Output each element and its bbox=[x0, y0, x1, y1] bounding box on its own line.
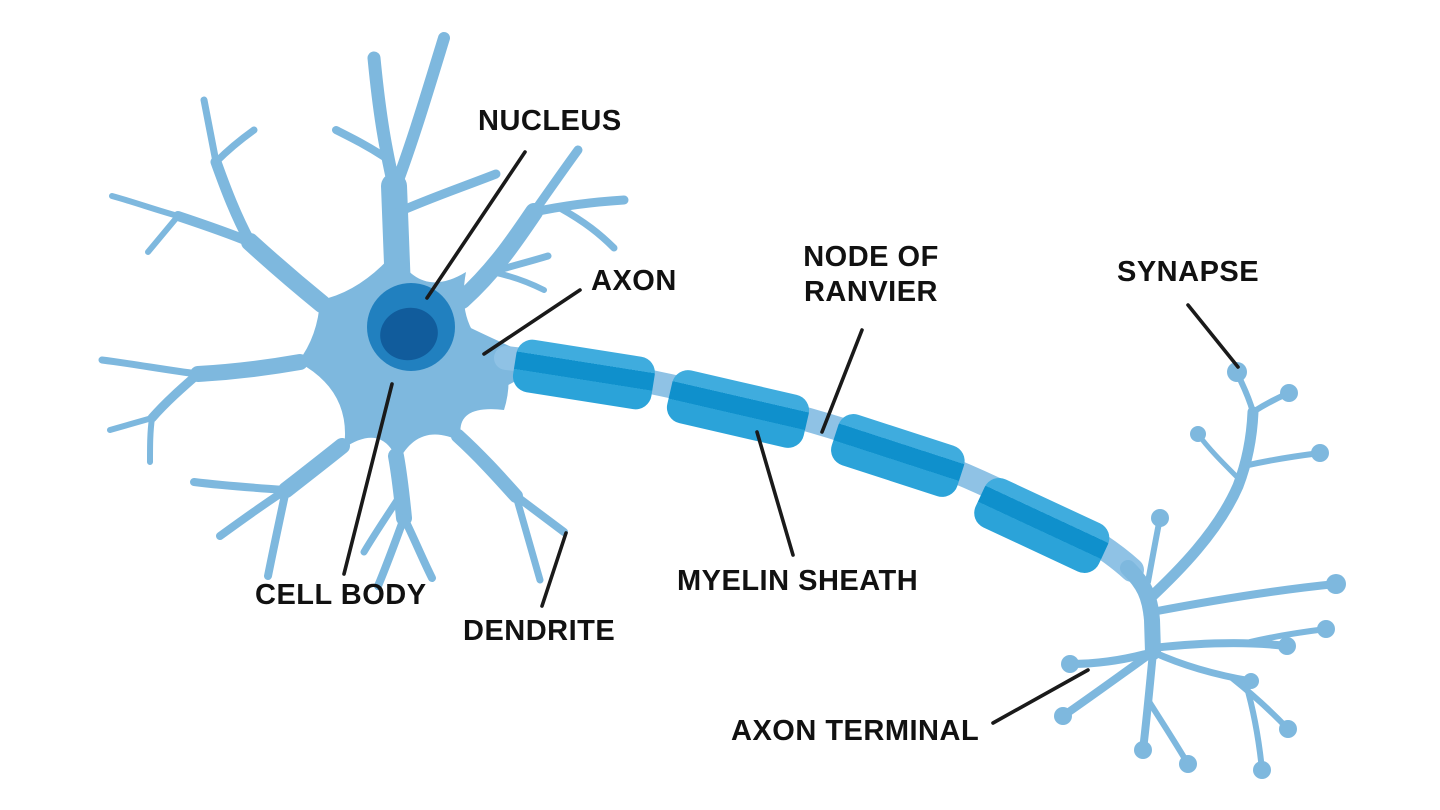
dendrite-branch bbox=[512, 492, 544, 584]
synaptic-knob bbox=[1243, 673, 1259, 689]
dendrite-branch bbox=[388, 448, 412, 526]
synaptic-knob bbox=[1151, 509, 1169, 527]
myelin-segment-4 bbox=[974, 477, 1110, 573]
dendrite-branch bbox=[367, 51, 401, 193]
label-myelin-sheath: MYELIN SHEATH bbox=[677, 565, 919, 597]
pointer-lines-group bbox=[342, 150, 1240, 725]
pointer-line-synapse bbox=[1186, 303, 1240, 369]
label-dendrite: DENDRITE bbox=[463, 615, 616, 647]
dendrite-branch bbox=[200, 96, 220, 166]
dendrite-branch bbox=[190, 478, 290, 494]
synaptic-knob bbox=[1317, 620, 1335, 638]
myelin-segment-1 bbox=[512, 339, 655, 410]
synaptic-knob bbox=[1179, 755, 1197, 773]
label-nucleus: NUCLEUS bbox=[478, 105, 622, 137]
dendrite-branch bbox=[216, 486, 290, 540]
dendrite-branch bbox=[451, 429, 523, 503]
dendrite-branch bbox=[241, 233, 331, 313]
dendrite-branch bbox=[147, 415, 155, 465]
synaptic-knob bbox=[1279, 720, 1297, 738]
dendrite-branch bbox=[556, 204, 618, 252]
synaptic-knob bbox=[1326, 574, 1346, 594]
dendrite-branch bbox=[332, 126, 390, 162]
synaptic-knob bbox=[1278, 637, 1296, 655]
myelin-sheath-group bbox=[512, 339, 1110, 573]
myelin-segment-2 bbox=[666, 370, 810, 448]
label-axon: AXON bbox=[591, 265, 677, 297]
synaptic-knob bbox=[1227, 362, 1247, 382]
dendrite-branch bbox=[386, 32, 450, 202]
dendrite-branch bbox=[529, 195, 629, 217]
axon-terminal-group bbox=[1054, 362, 1346, 779]
dendrite-branch bbox=[190, 354, 308, 382]
terminal-branch bbox=[1148, 580, 1340, 616]
dendrite-branch bbox=[212, 126, 258, 166]
terminal-branch bbox=[1145, 515, 1163, 585]
dendrite-branch bbox=[389, 169, 501, 219]
synaptic-knob bbox=[1311, 444, 1329, 462]
terminal-branch bbox=[1229, 675, 1291, 732]
dendrite-branch bbox=[489, 269, 547, 293]
synaptic-knob bbox=[1190, 426, 1206, 442]
dendrite-branch bbox=[109, 193, 181, 219]
dendrite-branch bbox=[147, 369, 203, 423]
dendrites-group bbox=[98, 32, 629, 590]
myelin-segment-3 bbox=[831, 414, 965, 497]
terminal-branch bbox=[1145, 697, 1191, 767]
dendrite-branch bbox=[107, 415, 155, 433]
pointer-line-axon bbox=[482, 288, 582, 356]
synaptic-knob bbox=[1280, 384, 1298, 402]
synaptic-knob bbox=[1253, 761, 1271, 779]
dendrite-branch bbox=[400, 514, 436, 582]
pointer-line-cell-body bbox=[342, 382, 394, 576]
label-cell-body: CELL BODY bbox=[255, 579, 427, 611]
dendrite-branch bbox=[453, 203, 543, 309]
pointer-line-node-of-ranvier bbox=[820, 328, 864, 434]
terminal-branch bbox=[1059, 648, 1157, 720]
dendrite-branch bbox=[145, 213, 181, 255]
pointer-line-nucleus bbox=[425, 150, 527, 300]
dendrite-branch bbox=[98, 356, 202, 378]
terminal-branch bbox=[1149, 639, 1291, 652]
dendrite-branch bbox=[529, 145, 583, 217]
dendrite-branch bbox=[264, 486, 290, 580]
label-axon-terminal: AXON TERMINAL bbox=[731, 715, 980, 747]
synaptic-knob bbox=[1134, 741, 1152, 759]
dendrite-branch bbox=[173, 211, 255, 247]
label-synapse: SYNAPSE bbox=[1117, 256, 1260, 288]
label-node-of-ranvier: NODE OF RANVIER bbox=[803, 241, 939, 308]
terminal-branch bbox=[1142, 406, 1259, 606]
terminal-branch bbox=[1149, 648, 1255, 685]
dendrite-branch bbox=[360, 492, 404, 556]
pointer-line-dendrite bbox=[540, 531, 568, 608]
dendrite-branch bbox=[374, 514, 408, 590]
dendrite-branch bbox=[210, 156, 256, 248]
pointer-line-myelin-sheath bbox=[755, 430, 795, 557]
nucleus-inner-shape bbox=[380, 307, 438, 361]
synaptic-knob bbox=[1061, 655, 1079, 673]
dendrite-branch bbox=[278, 438, 350, 498]
synaptic-knob bbox=[1054, 707, 1072, 725]
terminal-branch bbox=[1195, 431, 1243, 483]
pointer-line-axon-terminal bbox=[991, 668, 1090, 725]
terminal-branch bbox=[1241, 450, 1323, 469]
